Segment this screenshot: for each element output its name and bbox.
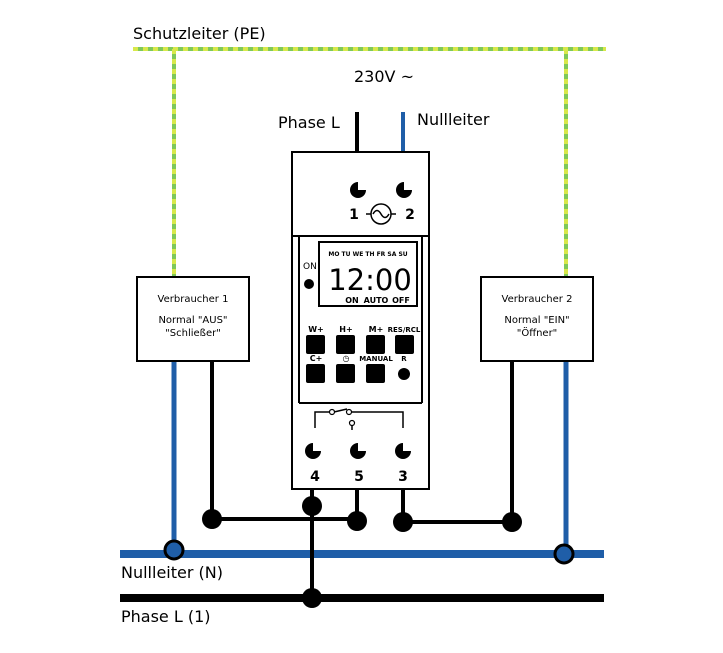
junction-dot — [202, 509, 222, 529]
terminal-1-label: 1 — [349, 207, 359, 223]
terminal-5-label: 5 — [354, 469, 364, 485]
phase-bus-label: Phase L (1) — [121, 607, 211, 626]
h-plus-label: H+ — [339, 325, 352, 334]
junction-dot — [302, 588, 322, 608]
lcd-time: 12:00 — [328, 263, 412, 297]
on-indicator-label: ON — [303, 262, 317, 272]
neutral-top-label: Nullleiter — [417, 110, 490, 129]
consumer-1-line1: Normal "AUS" — [158, 315, 227, 326]
m-plus-label: M+ — [369, 325, 384, 334]
manual-button[interactable] — [366, 364, 385, 383]
voltage-label: 230V ~ — [354, 67, 414, 86]
res-rcl-button[interactable] — [395, 335, 414, 354]
terminal-icon[interactable] — [350, 442, 367, 459]
c-plus-button[interactable] — [306, 364, 325, 383]
on-indicator-led — [304, 279, 314, 289]
lcd-mode-auto: AUTO — [364, 296, 389, 305]
neutral-junction — [553, 543, 575, 565]
m-plus-button[interactable] — [366, 335, 385, 354]
relay-contact-icon — [314, 408, 404, 430]
consumer-2-box: Verbraucher 2 Normal "EIN" "Öffner" — [480, 276, 594, 362]
junction-dot — [393, 512, 413, 532]
terminal-icon[interactable] — [396, 181, 413, 198]
terminal-3-label: 3 — [398, 469, 408, 485]
consumer-2-line2: "Öffner" — [517, 326, 558, 339]
lcd-mode-on: ON — [345, 296, 359, 305]
ac-symbol-icon — [366, 203, 396, 225]
timer-switch-device: 1 2 ON MO TU WE TH FR SA SU 12:00 ON AUT… — [291, 151, 430, 490]
consumer-1-title: Verbraucher 1 — [158, 294, 229, 305]
neutral-junction — [163, 539, 185, 561]
reset-label: R — [401, 355, 407, 363]
junction-dot — [347, 511, 367, 531]
lcd-mode-off: OFF — [392, 296, 410, 305]
reset-button[interactable] — [398, 368, 410, 380]
terminal-2-label: 2 — [405, 207, 415, 223]
pe-conductor — [133, 47, 606, 277]
junction-dot — [502, 512, 522, 532]
neutral-bus-label: Nullleiter (N) — [121, 563, 223, 582]
terminal-icon[interactable] — [350, 181, 367, 198]
res-rcl-label: RES/RCL — [388, 326, 421, 334]
clock-button[interactable] — [336, 364, 355, 383]
lcd-days: MO TU WE TH FR SA SU — [328, 251, 407, 258]
consumer-2-line1: Normal "EIN" — [504, 315, 569, 326]
manual-label: MANUAL — [359, 355, 393, 363]
phase-top-label: Phase L — [278, 113, 340, 132]
junction-dot — [302, 496, 322, 516]
clock-icon: ◷ — [343, 354, 350, 363]
terminal-4-label: 4 — [310, 469, 320, 485]
consumer-2-title: Verbraucher 2 — [502, 294, 573, 305]
consumer-1-box: Verbraucher 1 Normal "AUS" "Schließer" — [136, 276, 250, 362]
lcd-display: MO TU WE TH FR SA SU 12:00 ON AUTO OFF — [318, 241, 418, 307]
w-plus-label: W+ — [308, 325, 324, 334]
terminal-icon[interactable] — [395, 442, 412, 459]
consumer-1-line2: "Schließer" — [165, 328, 221, 339]
c-plus-label: C+ — [310, 354, 323, 363]
terminal-icon[interactable] — [305, 442, 322, 459]
h-plus-button[interactable] — [336, 335, 355, 354]
w-plus-button[interactable] — [306, 335, 325, 354]
pe-label: Schutzleiter (PE) — [133, 24, 266, 43]
